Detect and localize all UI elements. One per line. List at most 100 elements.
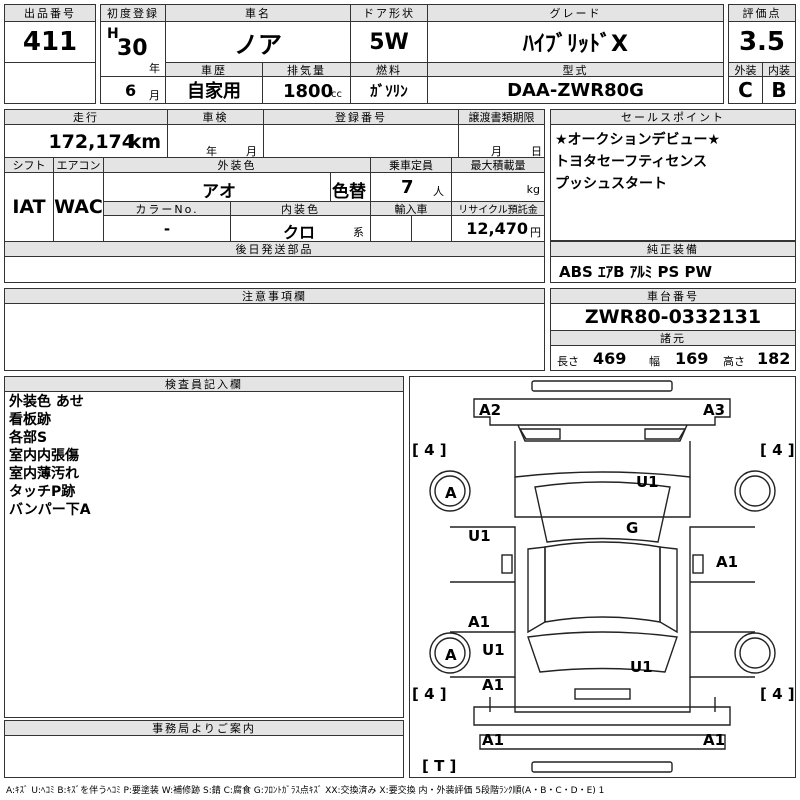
- int-color: クロ: [283, 223, 316, 242]
- model-label: 型式: [427, 62, 724, 77]
- mirror-right-shape: [692, 554, 704, 574]
- mark-trunk: [ T ]: [422, 757, 456, 775]
- displacement-unit: cc: [331, 89, 342, 100]
- transfer-label: 譲渡書類期限: [458, 109, 545, 125]
- grade: ﾊｲﾌﾞﾘｯﾄﾞX: [427, 21, 724, 63]
- mark-right-front-door: A1: [716, 553, 738, 571]
- int-color-label: 内装色: [230, 201, 371, 216]
- mark-wheel-fl: A: [445, 484, 457, 502]
- right-pillar-shape: [659, 546, 678, 634]
- inspector-line-1: 外装色 あせ: [9, 394, 84, 410]
- length: 469: [593, 349, 627, 368]
- width-label: 幅: [649, 355, 660, 368]
- headlight-right-shape: [644, 428, 687, 440]
- mark-left-rear: A1: [482, 676, 504, 694]
- wheel-fr-shape: [734, 470, 776, 512]
- ac: WAC: [53, 172, 104, 242]
- year-unit: 年: [149, 62, 160, 75]
- ext-color: アオ: [202, 182, 236, 202]
- chassis-label: 車台番号: [550, 288, 796, 304]
- office-box: [4, 735, 404, 778]
- max-load-cell: kg: [451, 172, 545, 202]
- door-label: ドア形状: [350, 4, 428, 22]
- mark-left-quarter: U1: [482, 641, 505, 659]
- displacement-label: 排気量: [262, 62, 351, 77]
- inspection-year-unit: 年: [206, 145, 217, 158]
- lot-no: 411: [4, 21, 96, 63]
- import-divider: [411, 215, 412, 242]
- selling-points-label: セールスポイント: [550, 109, 796, 125]
- hood-front-shape: [517, 424, 688, 442]
- import-label: 輸入車: [370, 201, 452, 216]
- inspector-line-4: 室内内張傷: [9, 448, 79, 464]
- displacement-cell: 1800 cc: [262, 76, 351, 104]
- rear-gate-shape: [514, 677, 691, 713]
- inspection-month-unit: 月: [246, 145, 257, 158]
- lot-no-blank: [4, 62, 96, 104]
- ac-label: エアコン: [53, 157, 104, 173]
- later-parts-cell: [4, 256, 545, 283]
- reg-year: 30: [117, 36, 148, 61]
- color-change-divider: [330, 172, 331, 202]
- mark-windshield: G: [626, 519, 638, 537]
- selling-point-2: トヨタセーフティセンス: [555, 154, 708, 170]
- capacity-unit: 人: [433, 185, 444, 198]
- first-reg-month-cell: 6 月: [100, 76, 166, 104]
- car-name: ノア: [165, 21, 351, 63]
- office-label: 事務局よりご案内: [4, 720, 404, 736]
- right-body-shape: [689, 526, 755, 678]
- recycle-cell: 12,470 円: [451, 215, 545, 242]
- month-unit: 月: [149, 89, 160, 102]
- color-no-label: カラーNo.: [103, 201, 231, 216]
- first-reg-label: 初度登録: [100, 4, 166, 22]
- mark-wheel-rl: A: [445, 646, 457, 664]
- era: H: [107, 26, 119, 42]
- capacity: 7: [401, 177, 414, 198]
- legend: A:ｷｽﾞ U:ﾍｺﾐ B:ｷｽﾞを伴うﾍｺﾐ P:要塗装 W:補修跡 S:錆 …: [6, 786, 605, 796]
- reg-no-cell: [263, 124, 459, 158]
- chassis-no: ZWR80-0332131: [550, 303, 796, 331]
- mark-rear-bumper-left: A1: [482, 731, 504, 749]
- roof-shape: [544, 541, 661, 623]
- later-parts-label: 後日発送部品: [4, 241, 545, 257]
- length-label: 長さ: [557, 355, 579, 368]
- max-load-unit: kg: [526, 183, 540, 196]
- grade-label: グレード: [427, 4, 724, 22]
- mileage-cell: 172,174 km: [4, 124, 168, 158]
- mark-front-right: A3: [703, 401, 725, 419]
- rear-window-shape: [527, 631, 678, 673]
- mark-tire-rl: [ 4 ]: [412, 685, 447, 703]
- front-bumper-top-shape: [531, 380, 673, 392]
- front-bumper-shape: [473, 398, 731, 426]
- headlight-left-shape: [518, 428, 561, 440]
- equipment-label: 純正装備: [550, 241, 796, 257]
- history-label: 車歴: [165, 62, 263, 77]
- mark-tire-fr: [ 4 ]: [760, 441, 795, 459]
- history: 自家用: [165, 76, 263, 104]
- interior-label: 内装: [762, 62, 796, 77]
- mileage-unit: km: [128, 131, 161, 153]
- lot-no-label: 出品番号: [4, 4, 96, 22]
- fuel-label: 燃料: [350, 62, 428, 77]
- model: DAA-ZWR80G: [427, 76, 724, 104]
- rear-bumper-shape: [473, 706, 731, 726]
- equipment: ABS ｴｱB ｱﾙﾐ PS PW: [550, 256, 796, 283]
- fuel: ｶﾞｿﾘﾝ: [350, 76, 428, 104]
- reg-no-label: 登録番号: [263, 109, 459, 125]
- ext-color-label: 外装色: [103, 157, 371, 173]
- inspector-line-5: 室内薄汚れ: [9, 466, 79, 482]
- int-color-unit: 系: [353, 226, 364, 239]
- exterior-score: C: [728, 76, 763, 104]
- reg-month: 6: [125, 81, 137, 100]
- first-reg-year-cell: H 30 年: [100, 21, 166, 77]
- car-name-label: 車名: [165, 4, 351, 22]
- inspection-cell: 年 月: [167, 124, 264, 158]
- windshield-shape: [534, 481, 671, 543]
- shift: IAT: [4, 172, 54, 242]
- spec-cell: 長さ 469 幅 169 高さ 182: [550, 345, 796, 371]
- mark-rear-bumper-right: A1: [703, 731, 725, 749]
- windshield-area-shape: [514, 477, 691, 518]
- inspector-line-7: バンパー下A: [9, 502, 91, 518]
- car-diagram: A2 A3 [ 4 ] [ 4 ] A U1 G U1 A1 A1 A U1 U…: [409, 376, 796, 778]
- capacity-cell: 7 人: [370, 172, 452, 202]
